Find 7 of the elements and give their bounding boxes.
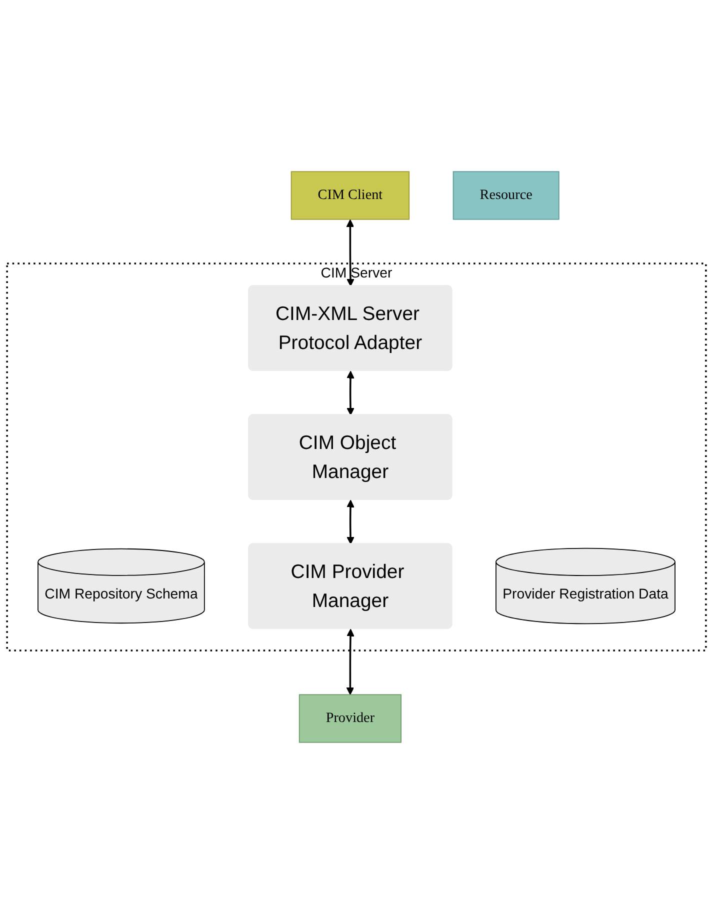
arrow <box>346 219 354 286</box>
node-box: CIM Client <box>290 171 410 220</box>
arrow <box>346 628 354 695</box>
node-box: Resource <box>452 171 560 220</box>
node-box: Provider <box>298 694 402 743</box>
arrow <box>346 370 354 416</box>
arrow <box>346 500 354 544</box>
